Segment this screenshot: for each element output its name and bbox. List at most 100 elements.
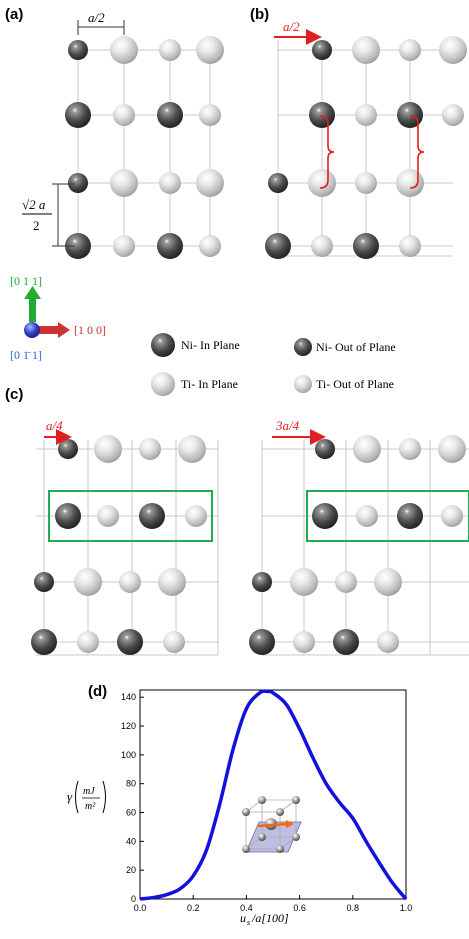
x-tick-label: 1.0 (400, 903, 413, 913)
atom-ti-out-of-plane (441, 505, 463, 527)
atom-ti-out-of-plane (199, 235, 221, 257)
shift-arrow-c2: 3a/4 (272, 418, 326, 445)
atom-ni-out-of-plane (312, 40, 332, 60)
atom-ti-out-of-plane (139, 438, 161, 460)
atom-ni-out-of-plane (268, 173, 288, 193)
legend-ni-in: Ni- In Plane (181, 338, 240, 352)
y-tick-label: 120 (121, 721, 136, 731)
atom-ti-in-plane (352, 36, 380, 64)
panel-label-b: (b) (250, 6, 270, 23)
atom-ti-out-of-plane (335, 571, 357, 593)
sqrt2-numerator: √2 a (22, 197, 46, 212)
atom-ti-out-of-plane (293, 631, 315, 653)
atom-ni-in-plane (249, 629, 275, 655)
atom-ti-in-plane (439, 36, 467, 64)
atom-ti-out-of-plane (377, 631, 399, 653)
y-tick-label: 100 (121, 750, 136, 760)
legend-ni-out: Ni- Out of Plane (316, 340, 396, 354)
panel-label-a: (a) (5, 6, 24, 23)
x-tick-label: 0.8 (347, 903, 360, 913)
atom-ti-in-plane (110, 36, 138, 64)
legend-ni-out-icon (294, 338, 312, 356)
atom-ti-out-of-plane (442, 104, 464, 126)
axis-label-011: [0 1 1] (10, 274, 42, 288)
series-line-gamma (139, 689, 408, 901)
x-axis-label-u: u (240, 911, 246, 925)
atom-ti-out-of-plane (311, 235, 333, 257)
atom-ni-in-plane (157, 233, 183, 259)
y-tick-label: 40 (126, 836, 136, 846)
atom-ti-out-of-plane (399, 438, 421, 460)
shift-arrow-c1: a/4 (44, 418, 72, 445)
y-axis-label-den: m² (85, 801, 96, 812)
atom-ni-in-plane (139, 503, 165, 529)
atom-ti-out-of-plane (113, 235, 135, 257)
plot-frame (139, 689, 407, 900)
atom-ni-in-plane (397, 503, 423, 529)
y-axis-label-num: mJ (83, 786, 95, 797)
atom-ti-out-of-plane (399, 39, 421, 61)
atom-ti-in-plane (110, 169, 138, 197)
atom-ti-out-of-plane (159, 172, 181, 194)
atom-ti-in-plane (374, 568, 402, 596)
axes-triad: [0 1 1] [1 0 0] [0 1̄ 1] (10, 274, 106, 362)
atom-ni-in-plane (397, 102, 423, 128)
legend-ti-out: Ti- Out of Plane (316, 377, 394, 391)
dimension-sqrt2: √2 a 2 (22, 183, 75, 247)
x-axis-label-sub: s (247, 918, 250, 927)
y-axis-label: γ mJ m² (67, 780, 106, 814)
atom-ti-in-plane (438, 435, 466, 463)
atom-ni-in-plane (31, 629, 57, 655)
atom-ti-out-of-plane (355, 104, 377, 126)
atom-ni-in-plane (65, 233, 91, 259)
atom-ti-out-of-plane (97, 505, 119, 527)
atom-ni-in-plane (312, 503, 338, 529)
atom-ti-out-of-plane (163, 631, 185, 653)
atom-ti-out-of-plane (119, 571, 141, 593)
atom-ti-in-plane (158, 568, 186, 596)
legend-ni-in-icon (151, 333, 175, 357)
atom-ni-in-plane (157, 102, 183, 128)
atom-ti-in-plane (74, 568, 102, 596)
atom-ti-in-plane (353, 435, 381, 463)
x-tick-label: 0.0 (134, 903, 147, 913)
atom-ni-out-of-plane (68, 40, 88, 60)
atom-ti-out-of-plane (77, 631, 99, 653)
legend-ti-in-icon (151, 372, 175, 396)
shift-label-b: a/2 (283, 19, 300, 34)
atom-ti-out-of-plane (159, 39, 181, 61)
atom-ti-out-of-plane (355, 172, 377, 194)
y-tick-label: 20 (126, 865, 136, 875)
panel-label-c: (c) (5, 386, 24, 403)
y-tick-label: 140 (121, 692, 136, 702)
x-tick-label: 0.6 (293, 903, 306, 913)
dimension-a-half-label: a/2 (88, 10, 105, 25)
atom-ni-in-plane (65, 102, 91, 128)
x-tick-label: 0.2 (187, 903, 200, 913)
atom-ti-in-plane (308, 169, 336, 197)
y-axis-label-gamma: γ (67, 789, 73, 804)
shift-label-c1: a/4 (46, 418, 63, 433)
x-axis-label: u s /a[100] (240, 911, 289, 927)
dimension-a-half: a/2 (77, 10, 125, 35)
green-box-c1 (48, 490, 213, 542)
atom-ni-in-plane (333, 629, 359, 655)
panel-label-d: (d) (88, 683, 108, 700)
y-tick-label: 60 (126, 808, 136, 818)
atom-ti-in-plane (396, 169, 424, 197)
legend-ti-out-icon (294, 375, 312, 393)
axis-label-100: [1 0 0] (74, 323, 106, 337)
legend-atoms (151, 333, 312, 396)
atom-ti-in-plane (196, 169, 224, 197)
red-brace-1 (319, 115, 335, 189)
atom-ti-in-plane (178, 435, 206, 463)
atom-ti-out-of-plane (356, 505, 378, 527)
green-box-c2 (306, 490, 469, 542)
red-brace-2 (409, 115, 425, 189)
atom-ni-out-of-plane (58, 439, 78, 459)
atom-ni-out-of-plane (68, 173, 88, 193)
atom-ni-out-of-plane (315, 439, 335, 459)
x-axis-label-rest: /a[100] (251, 911, 289, 925)
atom-ni-in-plane (117, 629, 143, 655)
